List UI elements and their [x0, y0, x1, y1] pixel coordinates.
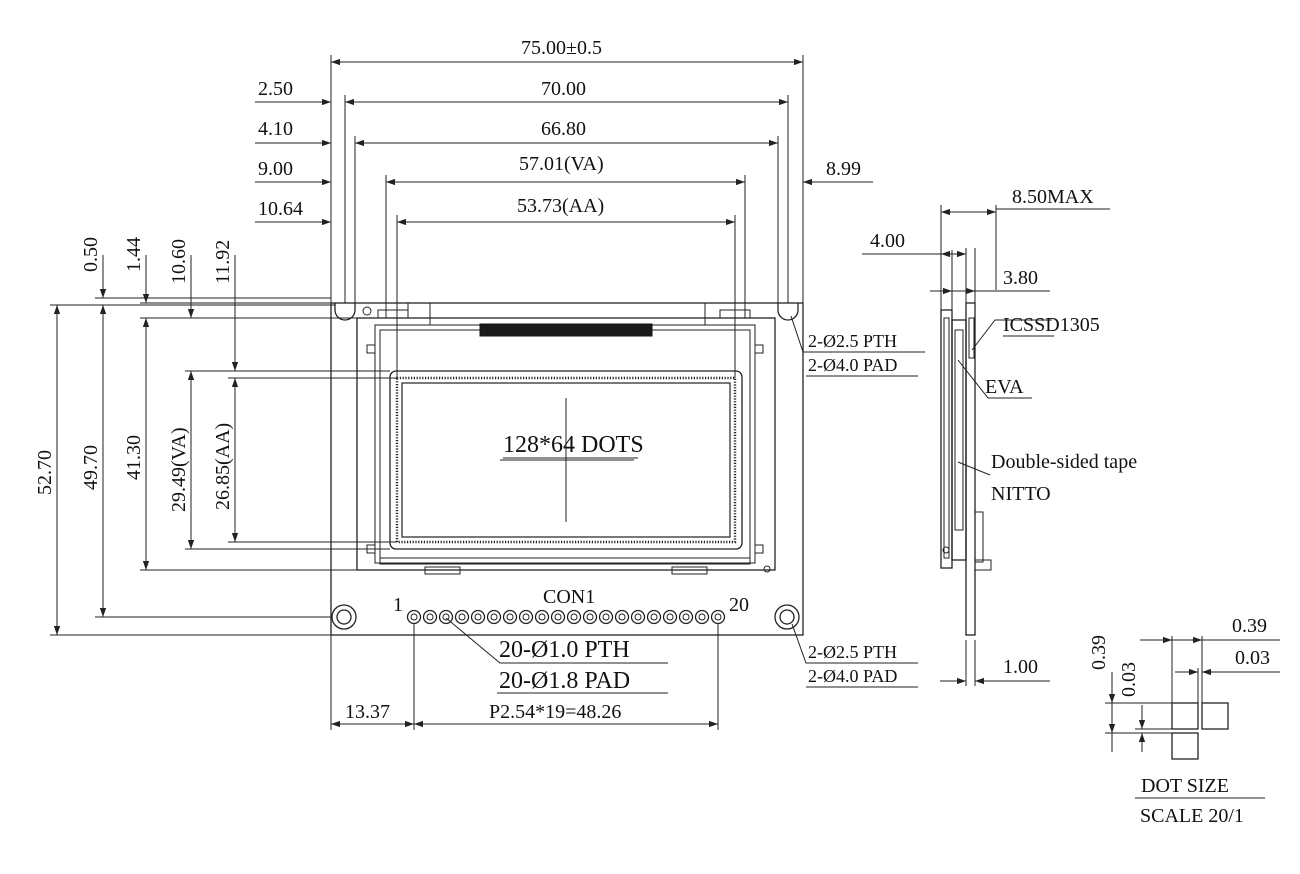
- panel-frame: [356, 317, 776, 571]
- side-max-dim: 8.50MAX: [1012, 186, 1094, 208]
- connector-pin: [534, 609, 550, 625]
- dim-hole-left: 2.50: [258, 78, 293, 100]
- pcb-outline: [330, 302, 804, 636]
- connector-pin: [422, 609, 438, 625]
- dim-panel-height: 41.30: [123, 435, 145, 480]
- connector-pin: [598, 609, 614, 625]
- pin-1-label: 1: [393, 594, 403, 616]
- side-3-80-dim: 3.80: [1003, 267, 1038, 289]
- connector-pin: [662, 609, 678, 625]
- side-tape-label: Double-sided tape: [991, 451, 1137, 473]
- dot-cell-1: [1171, 702, 1199, 730]
- side-view: ICSSD1305 EVA Double-sided tape NITTO 8.…: [862, 186, 1137, 686]
- hole-callouts: 2-Ø2.5 PTH 2-Ø4.0 PAD 2-Ø2.5 PTH 2-Ø4.0 …: [790, 315, 925, 688]
- connector-pin: [486, 609, 502, 625]
- dot-pitch-v: 0.39: [1088, 635, 1110, 670]
- dot-gap-v: 0.03: [1118, 662, 1140, 697]
- connector-pin: [518, 609, 534, 625]
- dim-overall-height: 52.70: [34, 450, 56, 495]
- active-area: [395, 376, 737, 544]
- dim-top-11-92: 11.92: [212, 240, 234, 284]
- vertical-dimensions: 0.50 1.44 10.60 11.92 52.70 49.70 41.30 …: [34, 237, 397, 636]
- connector-pin: [710, 609, 726, 625]
- dot-pitch-h: 0.39: [1232, 615, 1267, 637]
- connector-pin: [678, 609, 694, 625]
- dim-va-right: 8.99: [826, 158, 861, 180]
- side-4-00-dim: 4.00: [870, 230, 905, 252]
- dim-va-height: 29.49(VA): [168, 427, 190, 512]
- bottom-right-hole: [774, 604, 800, 630]
- dim-va-left: 9.00: [258, 158, 293, 180]
- dim-top-1-44: 1.44: [123, 237, 145, 272]
- bottom-left-hole: [331, 604, 357, 630]
- bottom-dimensions: 13.37 P2.54*19=48.26: [330, 624, 719, 730]
- connector-pin: [582, 609, 598, 625]
- dot-cell-2: [1201, 702, 1229, 730]
- connector-label: CON1: [543, 586, 595, 608]
- top-right-hole: [777, 303, 799, 321]
- dots-label: 128*64 DOTS: [503, 432, 644, 458]
- dim-pcb-inner: 66.80: [541, 118, 586, 140]
- side-1-00-dim: 1.00: [1003, 656, 1038, 678]
- pth-top-1: 2-Ø2.5 PTH: [808, 331, 897, 351]
- connector-pin: [646, 609, 662, 625]
- connector-pin: [406, 609, 422, 625]
- dim-con-left: 13.37: [345, 701, 390, 723]
- dot-scale: SCALE 20/1: [1140, 805, 1244, 827]
- dim-top-0-50: 0.50: [80, 237, 102, 272]
- pth-top-2: 2-Ø4.0 PAD: [808, 355, 897, 375]
- connector-pin: [614, 609, 630, 625]
- pth-bot-1: 2-Ø2.5 PTH: [808, 642, 897, 662]
- dim-hole-pitch: 70.00: [541, 78, 586, 100]
- pin-pth-label: 20-Ø1.0 PTH: [499, 637, 630, 663]
- dim-pcb-inner-left: 4.10: [258, 118, 293, 140]
- dot-detail: 0.39 0.03 0.39 0.03 DOT SIZE SCALE 20/1: [1088, 615, 1280, 827]
- dim-top-10-60: 10.60: [168, 239, 190, 284]
- pin-20-label: 20: [729, 594, 749, 616]
- pth-bot-2: 2-Ø4.0 PAD: [808, 666, 897, 686]
- connector-pin: [438, 609, 454, 625]
- connector-pin: [550, 609, 566, 625]
- front-view: 128*64 DOTS CON1 1 20 20-Ø1.0 PTH 20-Ø1.…: [330, 302, 804, 694]
- connector-pin: [454, 609, 470, 625]
- top-left-hole: [334, 303, 356, 321]
- connector-pins: [406, 609, 726, 625]
- dim-overall-width: 75.00±0.5: [521, 37, 602, 59]
- viewing-area: [389, 370, 743, 550]
- dim-aa-width: 53.73(AA): [517, 195, 604, 217]
- connector-pin: [470, 609, 486, 625]
- dim-hole-height: 49.70: [80, 445, 102, 490]
- driver-ic: [479, 323, 653, 337]
- connector-pin: [630, 609, 646, 625]
- dim-aa-height: 26.85(AA): [212, 423, 234, 510]
- connector-pin: [566, 609, 582, 625]
- pin-pad-label: 20-Ø1.8 PAD: [499, 668, 630, 694]
- dim-aa-left: 10.64: [258, 198, 303, 220]
- dot-gap-h: 0.03: [1235, 647, 1270, 669]
- connector-pin: [694, 609, 710, 625]
- connector-pin: [502, 609, 518, 625]
- dim-pin-pitch: P2.54*19=48.26: [489, 701, 621, 723]
- side-eva-label: EVA: [985, 376, 1024, 398]
- dot-size-title: DOT SIZE: [1141, 775, 1229, 797]
- dim-va-width: 57.01(VA): [519, 153, 604, 175]
- horizontal-dimensions: 75.00±0.5 70.00 2.50 66.80 4.10 57.01(VA…: [255, 37, 873, 378]
- dot-cell-3: [1171, 732, 1199, 760]
- side-nitto-label: NITTO: [991, 483, 1051, 505]
- side-ic-label: ICSSD1305: [1003, 314, 1100, 336]
